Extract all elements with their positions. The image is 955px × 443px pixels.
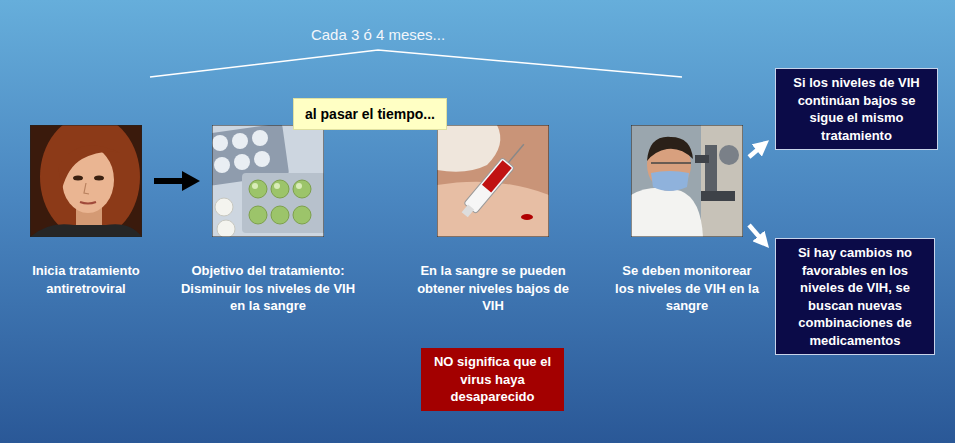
illustration-shape <box>651 162 691 164</box>
illustration-shape <box>214 157 230 173</box>
caption-text: Se deben monitorear los niveles de VIH e… <box>612 262 762 315</box>
text-box: al pasar el tiempo... <box>293 98 447 130</box>
illustration-shape <box>212 130 270 173</box>
box-text: Si hay cambios no favorables en los nive… <box>782 244 928 349</box>
illustration-shape <box>719 145 739 165</box>
pills-photo <box>212 125 324 237</box>
interval-label: Cada 3 ó 4 meses... <box>311 26 445 43</box>
illustration-shape <box>30 125 142 237</box>
illustration-shape <box>631 125 743 237</box>
photo-panel: Inicia tratamiento antiretroviral <box>30 125 142 237</box>
illustration-shape <box>58 146 120 189</box>
illustration-shape <box>252 130 268 146</box>
illustration-shape <box>462 204 475 217</box>
scientist-photo <box>631 125 743 237</box>
photo-panel: Se deben monitorear los niveles de VIH e… <box>631 125 743 237</box>
illustration-shape <box>217 220 235 237</box>
woman-photo <box>30 125 142 237</box>
illustration-shape <box>459 139 530 220</box>
photo-panel: En la sangre se pueden obtener niveles b… <box>437 125 549 237</box>
box-text: NO significa que el virus haya desaparec… <box>427 353 558 406</box>
photo-panel: Objetivo del tratamiento: Disminuir los … <box>212 125 324 237</box>
illustration-shape <box>437 125 549 237</box>
text-box: Si los niveles de VIH continúan bajos se… <box>775 68 938 150</box>
illustration-shape <box>271 180 289 198</box>
flow-arrow <box>749 225 759 237</box>
illustration-shape <box>296 183 302 189</box>
illustration-shape <box>701 125 743 237</box>
illustration-shape <box>508 144 523 162</box>
illustration-shape <box>80 202 96 204</box>
box-text: al pasar el tiempo... <box>305 106 435 122</box>
box-text: Si los niveles de VIH continúan bajos se… <box>782 74 931 144</box>
caption-text: Inicia tratamiento antiretroviral <box>11 262 161 297</box>
text-box: NO significa que el virus haya desaparec… <box>421 348 564 411</box>
flow-arrow <box>749 150 758 157</box>
illustration-shape <box>705 145 717 195</box>
illustration-shape <box>73 176 83 181</box>
illustration-shape <box>252 183 258 189</box>
illustration-shape <box>274 183 280 189</box>
illustration-shape <box>437 125 549 237</box>
text-box: Si hay cambios no favorables en los nive… <box>775 238 935 355</box>
connectors <box>154 150 759 237</box>
illustration-shape <box>249 180 267 198</box>
illustration-shape <box>94 176 104 181</box>
illustration-shape <box>30 224 142 237</box>
illustration-shape <box>249 206 267 224</box>
illustration-shape <box>215 198 233 216</box>
illustration-shape <box>254 151 270 167</box>
illustration-shape <box>252 183 302 189</box>
illustration-shape <box>249 180 311 224</box>
bracket <box>150 50 682 77</box>
illustration-shape <box>631 188 703 237</box>
illustration-shape <box>212 125 324 237</box>
illustration-shape <box>464 157 515 213</box>
caption-text: En la sangre se pueden obtener niveles b… <box>416 262 571 315</box>
illustration-shape <box>242 173 324 233</box>
illustration-shape <box>234 154 250 170</box>
illustration-shape <box>437 125 500 172</box>
illustration-shape <box>215 198 235 237</box>
illustration-shape <box>701 191 735 201</box>
illustration-shape <box>271 206 289 224</box>
flow-arrow <box>154 178 183 184</box>
blood-draw-photo <box>437 125 549 237</box>
illustration-shape <box>482 160 512 192</box>
illustration-shape <box>647 137 693 161</box>
illustration-shape <box>631 125 743 237</box>
illustration-shape <box>293 180 311 198</box>
illustration-shape <box>212 135 228 151</box>
caption-text: Objetivo del tratamiento: Disminuir los … <box>181 262 356 315</box>
illustration-shape <box>651 171 689 191</box>
illustration-shape <box>84 183 89 194</box>
illustration-shape <box>695 155 709 163</box>
illustration-shape <box>521 214 533 220</box>
illustration-shape <box>293 206 311 224</box>
illustration-shape <box>232 133 248 149</box>
